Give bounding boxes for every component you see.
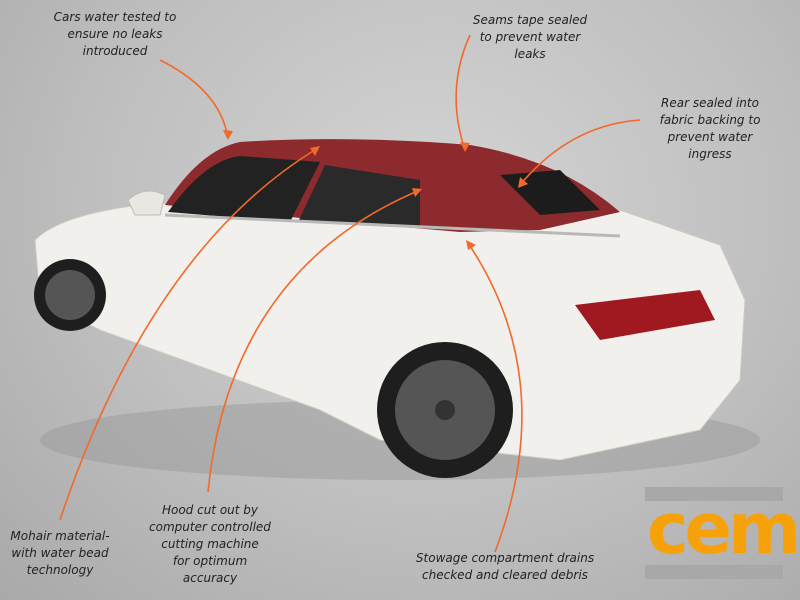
side-window-rear xyxy=(298,165,420,228)
rear-window xyxy=(500,170,600,215)
note-mohair: Mohair material- with water bead technol… xyxy=(10,529,110,577)
arrow-hood xyxy=(207,189,421,493)
cem-logo: cem xyxy=(645,487,800,579)
tail-light xyxy=(575,290,715,340)
arrow-mohair xyxy=(59,147,319,521)
note-stowage: Stowage compartment drains checked and c… xyxy=(415,551,595,582)
arrow-stowage xyxy=(467,242,523,553)
arrow-water-tested xyxy=(159,59,229,139)
note-rear: Rear sealed into fabric backing to preve… xyxy=(659,96,761,161)
note-seams: Seams tape sealed to prevent water leaks xyxy=(472,13,588,61)
side-mirror xyxy=(127,190,166,216)
arrow-seams xyxy=(455,34,471,151)
annotation-arrows xyxy=(59,34,641,553)
note-hood: Hood cut out by computer controlled cutt… xyxy=(149,503,271,585)
arrow-rear xyxy=(519,119,641,186)
note-water-tested: Cars water tested to ensure no leaks int… xyxy=(53,10,177,58)
